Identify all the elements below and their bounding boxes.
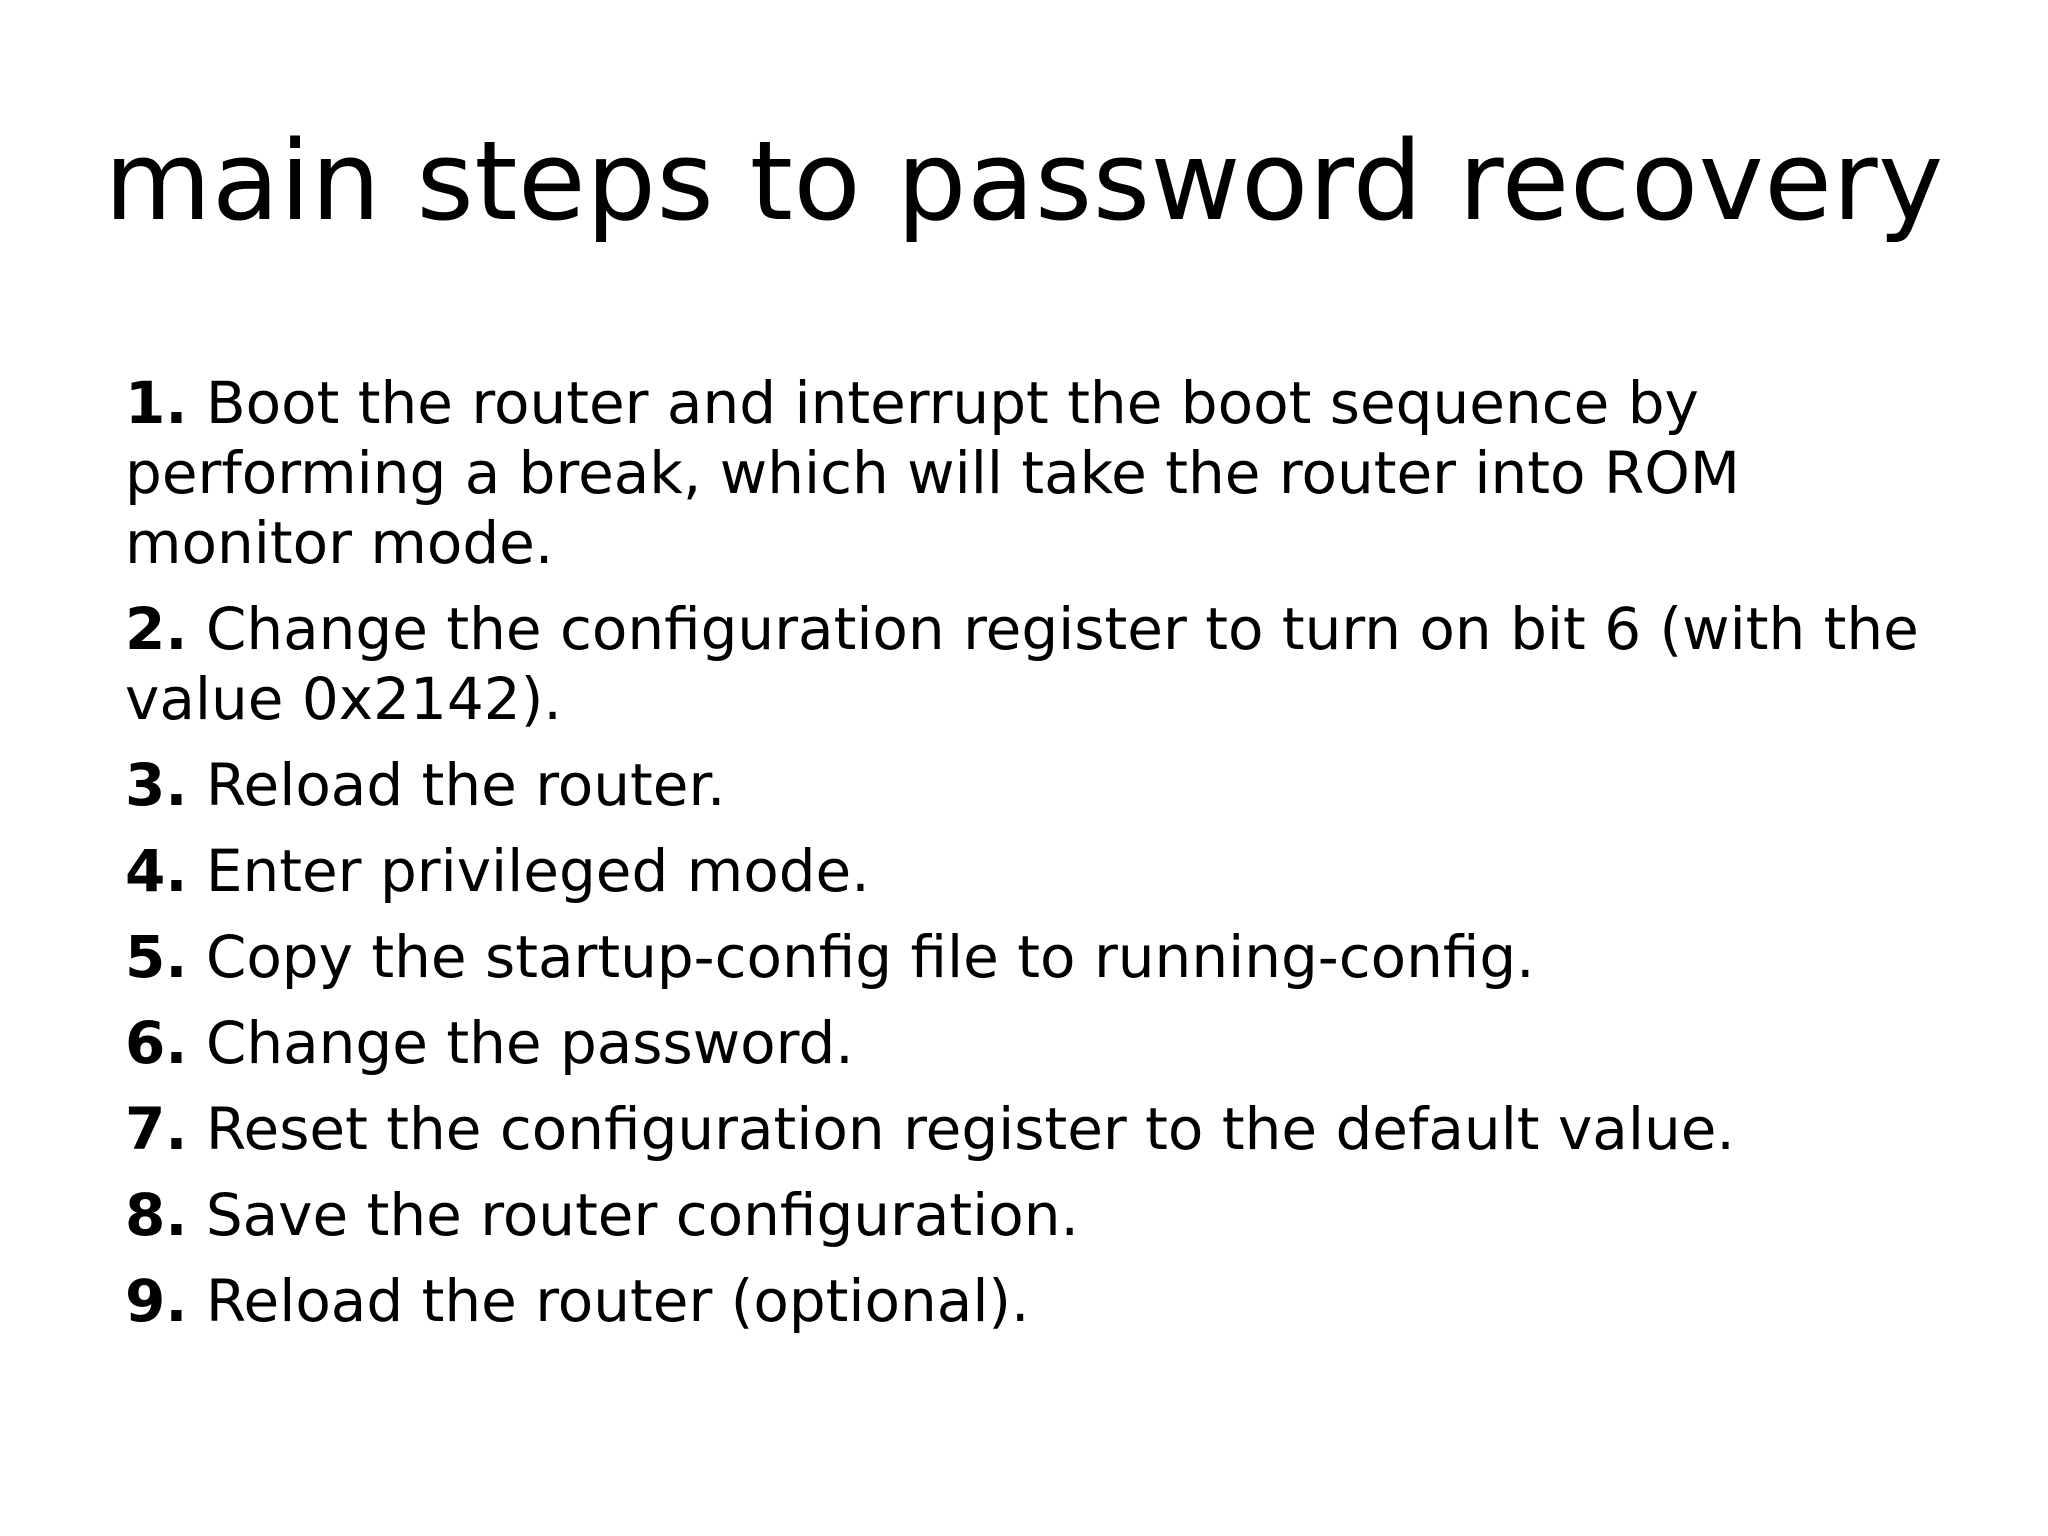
- steps-list: 1. Boot the router and interrupt the boo…: [125, 368, 1925, 1352]
- step-text: Reload the router (optional).: [205, 1267, 1030, 1335]
- step-item: 4. Enter privileged mode.: [125, 836, 1925, 906]
- step-item: 5. Copy the startup-config file to runni…: [125, 922, 1925, 992]
- step-number: 3.: [125, 751, 188, 819]
- step-text: Enter privileged mode.: [205, 837, 870, 905]
- step-text: Change the password.: [205, 1009, 854, 1077]
- step-text: Reload the router.: [205, 751, 726, 819]
- step-item: 2. Change the configuration register to …: [125, 594, 1925, 734]
- step-number: 4.: [125, 837, 188, 905]
- step-text: Reset the configuration register to the …: [205, 1095, 1735, 1163]
- step-number: 7.: [125, 1095, 188, 1163]
- step-item: 6. Change the password.: [125, 1008, 1925, 1078]
- step-number: 9.: [125, 1267, 188, 1335]
- step-number: 5.: [125, 923, 188, 991]
- step-text: Save the router configuration.: [205, 1181, 1079, 1249]
- step-text: Change the configuration register to tur…: [125, 595, 1919, 733]
- step-item: 3. Reload the router.: [125, 750, 1925, 820]
- step-item: 8. Save the router configuration.: [125, 1180, 1925, 1250]
- step-item: 9. Reload the router (optional).: [125, 1266, 1925, 1336]
- step-number: 1.: [125, 369, 188, 437]
- slide-title: main steps to password recovery: [104, 117, 1944, 245]
- step-number: 2.: [125, 595, 188, 663]
- step-number: 8.: [125, 1181, 188, 1249]
- step-item: 1. Boot the router and interrupt the boo…: [125, 368, 1925, 578]
- step-text: Copy the startup-config file to running-…: [205, 923, 1535, 991]
- step-text: Boot the router and interrupt the boot s…: [125, 369, 1740, 577]
- step-item: 7. Reset the configuration register to t…: [125, 1094, 1925, 1164]
- step-number: 6.: [125, 1009, 188, 1077]
